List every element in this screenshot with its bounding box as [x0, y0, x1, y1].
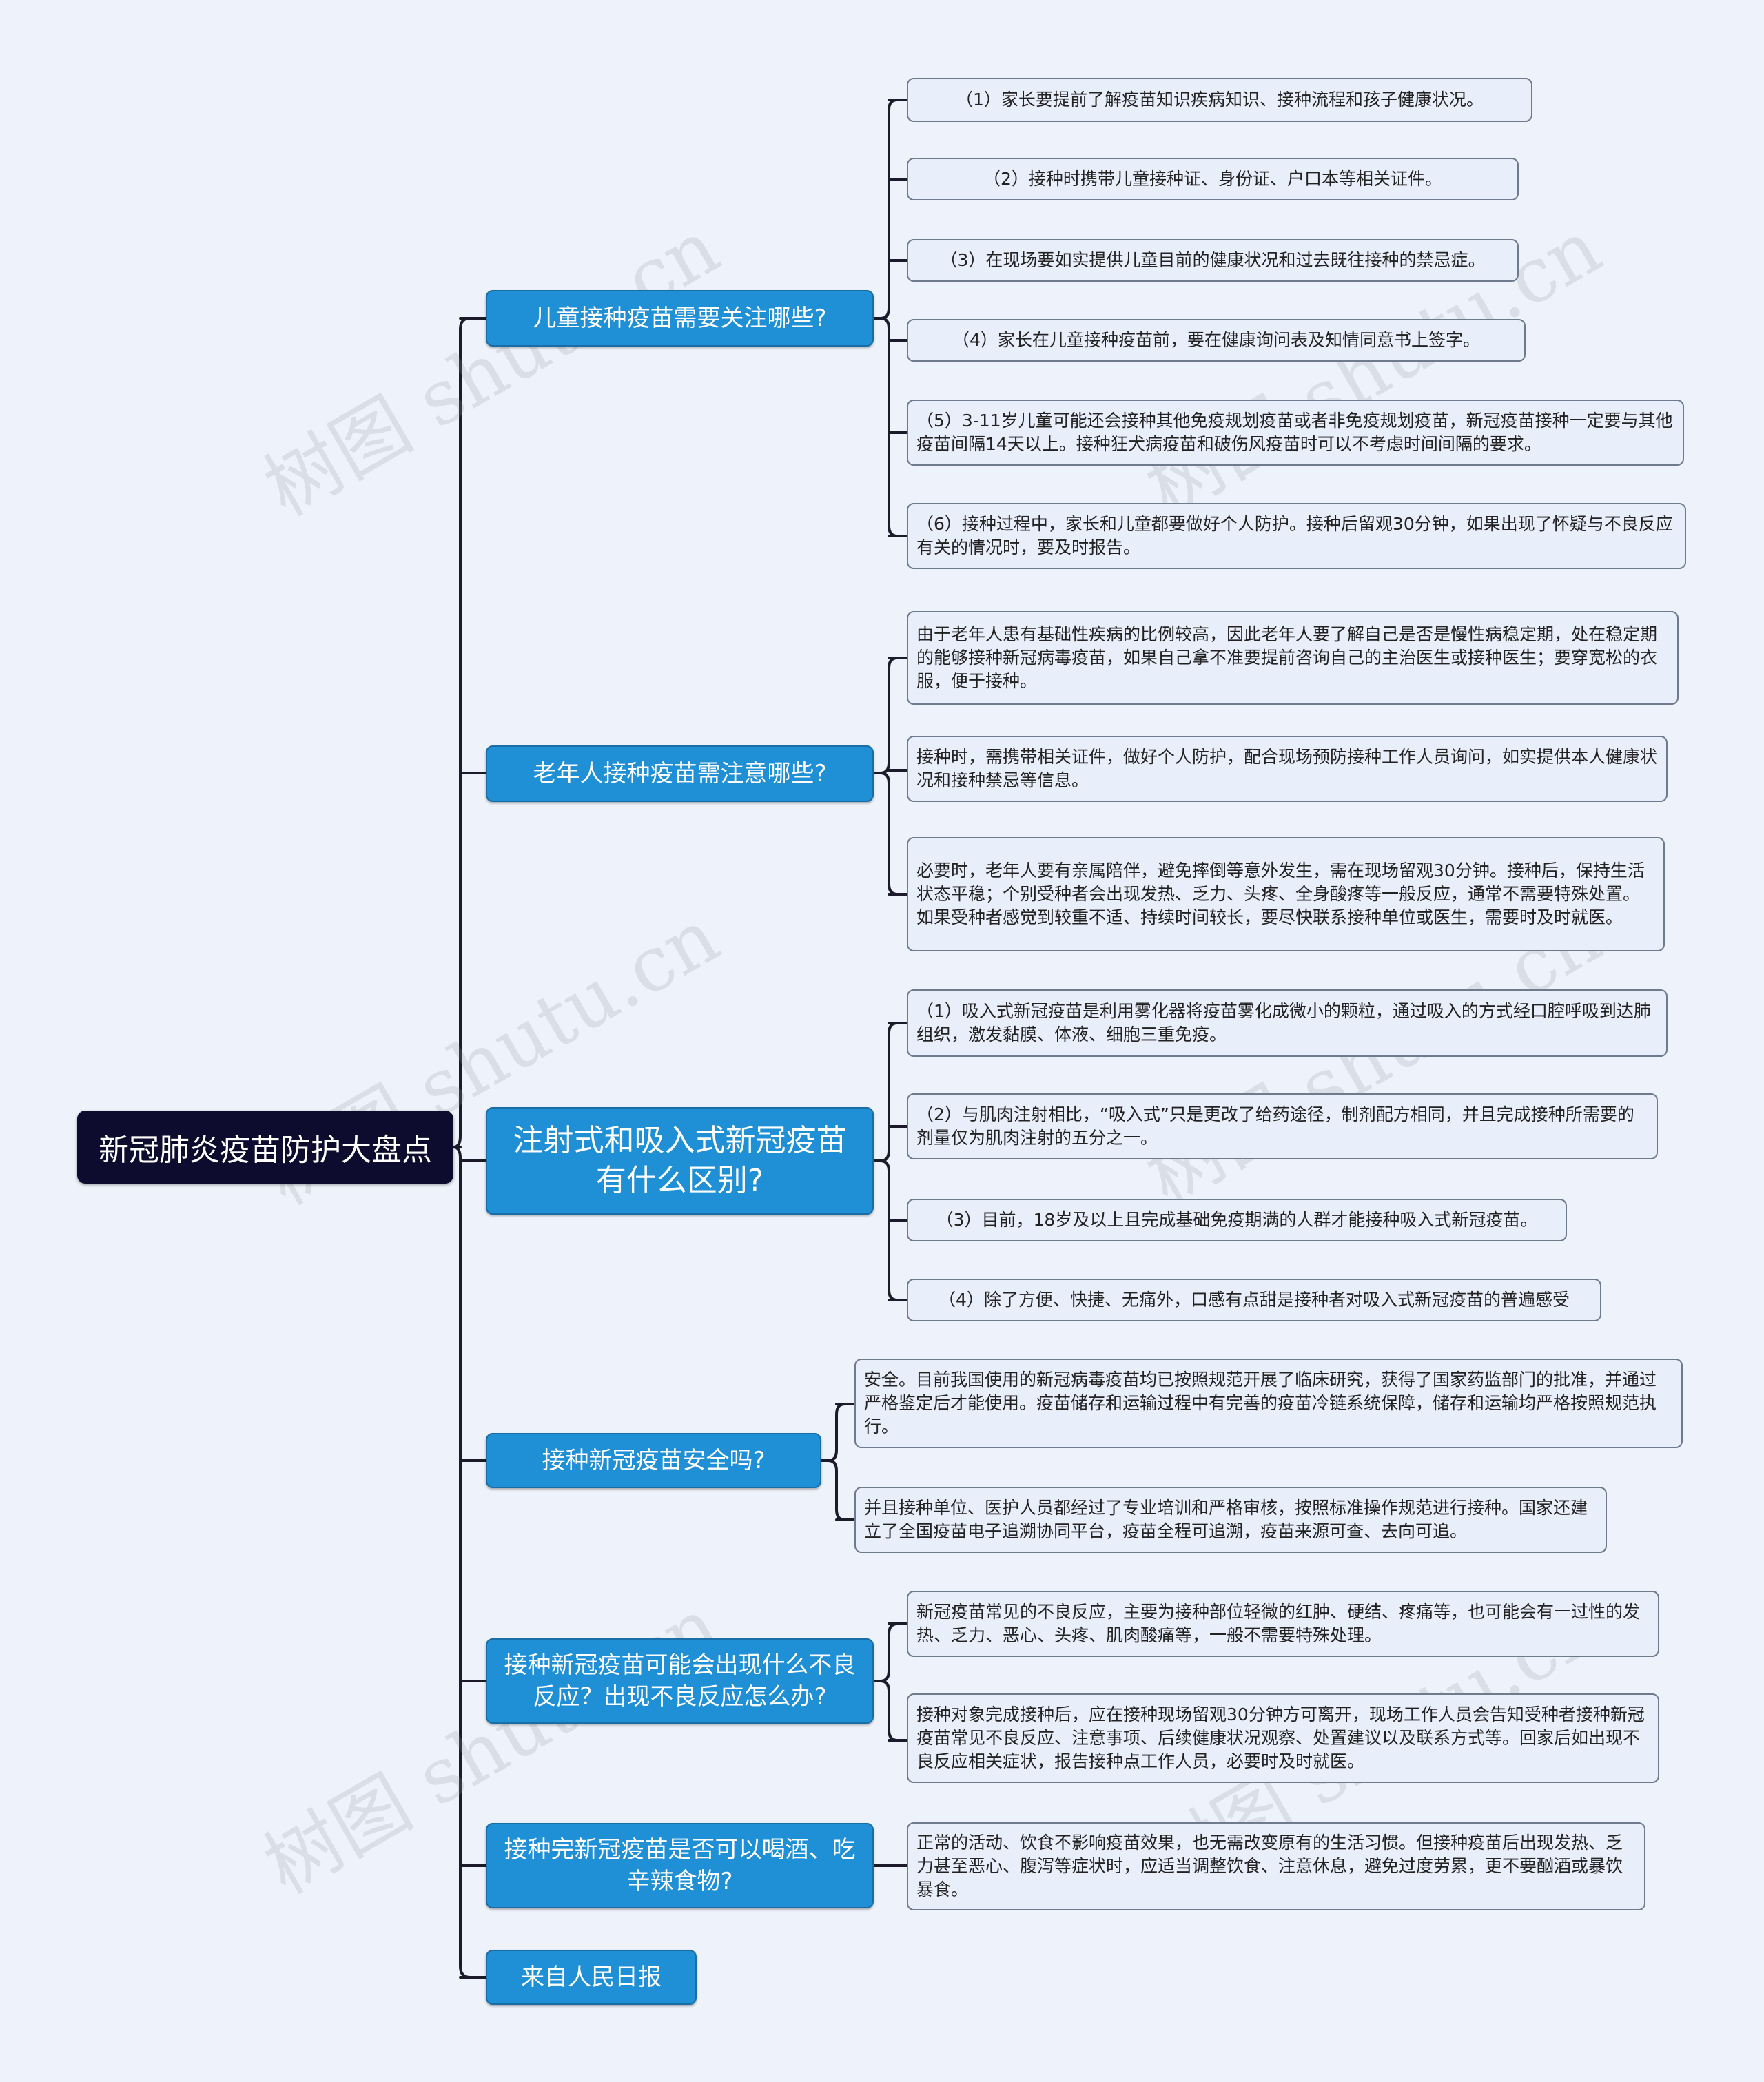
leaf-safety-1[interactable]: 安全。目前我国使用的新冠病毒疫苗均已按照规范开展了临床研究，获得了国家药监部门的…	[854, 1359, 1683, 1448]
leaf-children-2[interactable]: （2）接种时携带儿童接种证、身份证、户口本等相关证件。	[907, 158, 1519, 200]
root-topic[interactable]: 新冠肺炎疫苗防护大盘点	[77, 1111, 453, 1184]
leaf-inhaled-2[interactable]: （2）与肌肉注射相比，“吸入式”只是更改了给药途径，制剂配方相同，并且完成接种所…	[907, 1093, 1658, 1159]
branch-source[interactable]: 来自人民日报	[486, 1950, 697, 2005]
branch-injection-vs-inhaled[interactable]: 注射式和吸入式新冠疫苗有什么区别?	[486, 1107, 874, 1215]
leaf-elderly-3[interactable]: 必要时，老年人要有亲属陪伴，避免摔倒等意外发生，需在现场留观30分钟。接种后，保…	[907, 837, 1665, 951]
branch-adverse-reactions[interactable]: 接种新冠疫苗可能会出现什么不良反应？出现不良反应怎么办?	[486, 1638, 874, 1724]
branch-elderly-vaccination[interactable]: 老年人接种疫苗需注意哪些?	[486, 745, 874, 802]
leaf-children-5[interactable]: （5）3-11岁儿童可能还会接种其他免疫规划疫苗或者非免疫规划疫苗，新冠疫苗接种…	[907, 400, 1684, 466]
leaf-inhaled-4[interactable]: （4）除了方便、快捷、无痛外，口感有点甜是接种者对吸入式新冠疫苗的普遍感受	[907, 1279, 1601, 1321]
branch-vaccine-safety[interactable]: 接种新冠疫苗安全吗?	[486, 1433, 821, 1488]
leaf-alcohol-1[interactable]: 正常的活动、饮食不影响疫苗效果，也无需改变原有的生活习惯。但接种疫苗后出现发热、…	[907, 1822, 1645, 1910]
leaf-adverse-2[interactable]: 接种对象完成接种后，应在接种现场留观30分钟方可离开，现场工作人员会告知受种者接…	[907, 1693, 1659, 1783]
leaf-adverse-1[interactable]: 新冠疫苗常见的不良反应，主要为接种部位轻微的红肿、硬结、疼痛等，也可能会有一过性…	[907, 1591, 1659, 1657]
branch-alcohol-spicy-food[interactable]: 接种完新冠疫苗是否可以喝酒、吃辛辣食物?	[486, 1823, 874, 1908]
leaf-elderly-2[interactable]: 接种时，需携带相关证件，做好个人防护，配合现场预防接种工作人员询问，如实提供本人…	[907, 736, 1668, 802]
leaf-elderly-1[interactable]: 由于老年人患有基础性疾病的比例较高，因此老年人要了解自己是否是慢性病稳定期，处在…	[907, 611, 1679, 705]
branch-children-vaccination[interactable]: 儿童接种疫苗需要关注哪些?	[486, 290, 874, 347]
leaf-inhaled-1[interactable]: （1）吸入式新冠疫苗是利用雾化器将疫苗雾化成微小的颗粒，通过吸入的方式经口腔呼吸…	[907, 989, 1668, 1057]
leaf-children-1[interactable]: （1）家长要提前了解疫苗知识疾病知识、接种流程和孩子健康状况。	[907, 78, 1532, 122]
leaf-safety-2[interactable]: 并且接种单位、医护人员都经过了专业培训和严格审核，按照标准操作规范进行接种。国家…	[854, 1487, 1607, 1553]
leaf-children-3[interactable]: （3）在现场要如实提供儿童目前的健康状况和过去既往接种的禁忌症。	[907, 239, 1519, 282]
leaf-inhaled-3[interactable]: （3）目前，18岁及以上且完成基础免疫期满的人群才能接种吸入式新冠疫苗。	[907, 1199, 1567, 1241]
leaf-children-6[interactable]: （6）接种过程中，家长和儿童都要做好个人防护。接种后留观30分钟，如果出现了怀疑…	[907, 503, 1686, 569]
leaf-children-4[interactable]: （4）家长在儿童接种疫苗前，要在健康询问表及知情同意书上签字。	[907, 319, 1526, 362]
